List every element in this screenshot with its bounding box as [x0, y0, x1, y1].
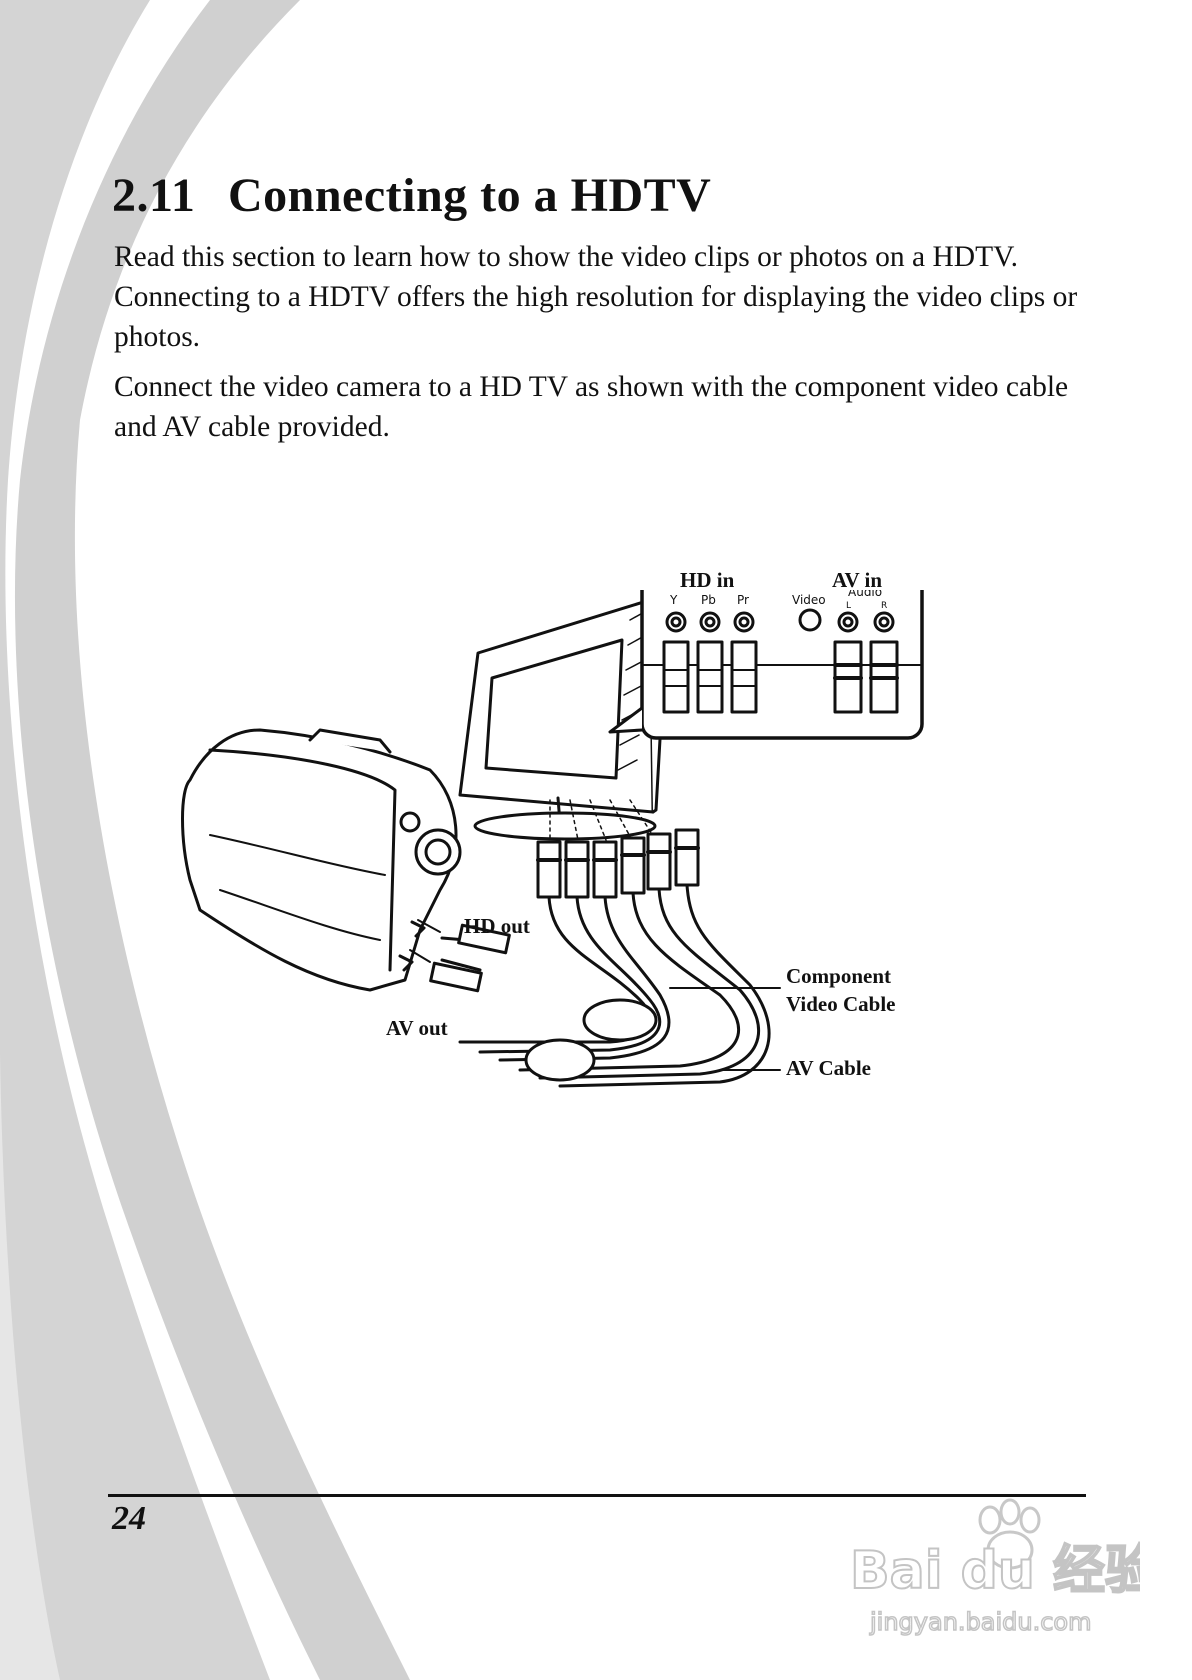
port-label-pr: Pr	[737, 593, 749, 607]
footer-divider	[108, 1494, 1086, 1497]
section-title: 2.11 Connecting to a HDTV	[112, 168, 711, 223]
cable-plugs	[536, 828, 700, 899]
port-label-r: R	[881, 601, 887, 611]
port-label-y: Y	[669, 593, 678, 607]
av-out-label: AV out	[386, 1016, 448, 1040]
port-label-video: Video	[792, 593, 826, 607]
component-cable-label: Component Video Cable	[786, 962, 895, 1018]
av-cable-label: AV Cable	[786, 1056, 871, 1080]
baidu-watermark-logo: Bai du 经验 jingyan.baidu.com	[849, 1498, 1140, 1637]
component-cable-label-line2: Video Cable	[786, 992, 896, 1016]
av-in-label: AV in	[832, 568, 883, 592]
page-number: 24	[112, 1500, 146, 1537]
port-label-pb: Pb	[701, 593, 716, 607]
hd-out-label: HD out	[464, 914, 530, 938]
hd-in-label: HD in	[680, 568, 735, 592]
hdtv-connection-diagram: Y Pb Pr Video Audio L R HD in AV in HD o…	[180, 568, 1000, 1150]
cables	[458, 883, 771, 1088]
camcorder-illustration	[181, 728, 511, 993]
section-title-text: Connecting to a HDTV	[228, 169, 712, 222]
intro-paragraph: Read this section to learn how to show t…	[114, 241, 1078, 353]
svg-text:Bai du 经验: Bai du 经验	[850, 1541, 1140, 1601]
instruction-paragraph: Connect the video camera to a HD TV as s…	[114, 371, 1069, 443]
tv-ports-callout	[608, 568, 924, 740]
port-label-l: L	[846, 601, 851, 611]
svg-text:jingyan.baidu.com: jingyan.baidu.com	[869, 1608, 1091, 1636]
component-cable-label-line1: Component	[786, 964, 892, 988]
section-number: 2.11	[112, 169, 196, 222]
diagram-illustration: Y Pb Pr Video Audio L R	[181, 568, 924, 1088]
